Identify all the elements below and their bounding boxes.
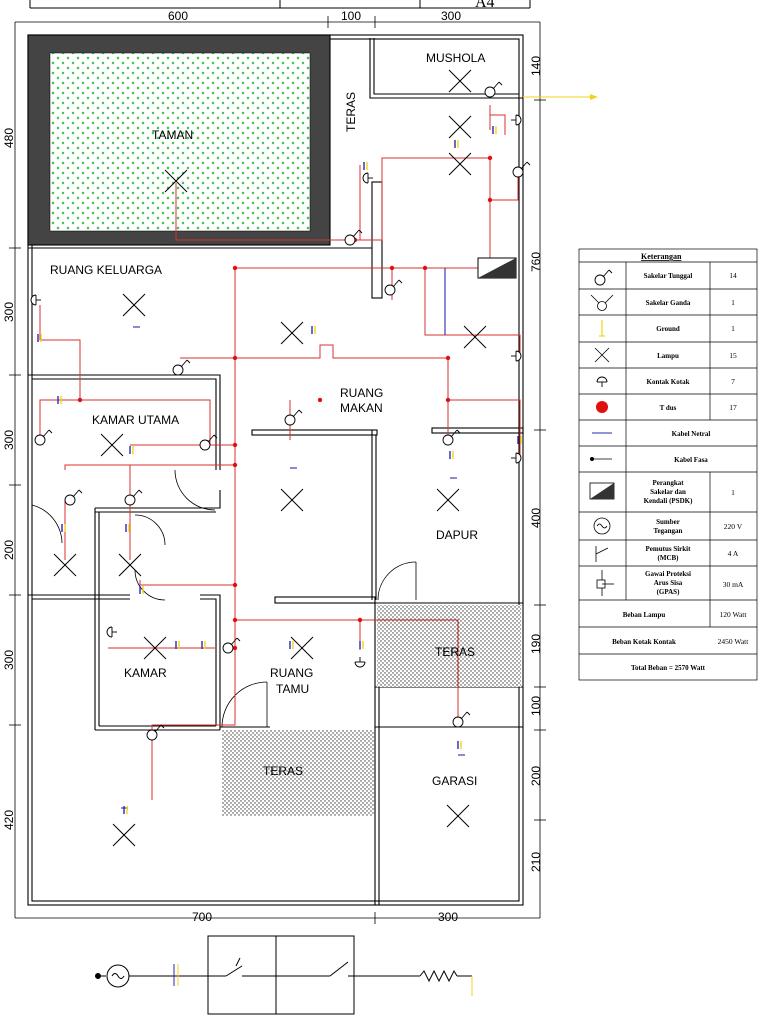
legend-label-9b: Tegangan xyxy=(654,527,683,535)
room-teras-top: TERAS xyxy=(344,92,358,132)
legend-value-11: 30 mA xyxy=(723,580,744,589)
legend-label-11c: (GPAS) xyxy=(657,588,680,596)
ground-icon xyxy=(599,320,605,337)
dim-right-400: 400 xyxy=(529,508,543,528)
room-ruang-tamu-1: RUANG xyxy=(270,666,313,680)
legend-label-1: Sakelar Ganda xyxy=(646,299,691,307)
legend-value-9: 220 V xyxy=(724,522,743,531)
legend-label-0: Sakelar Tunggal xyxy=(644,272,693,280)
beban-lampu-label: Beban Lampu xyxy=(623,611,666,619)
room-mushola: MUSHOLA xyxy=(426,51,485,65)
room-kamar: KAMAR xyxy=(124,666,167,680)
dim-left-300b: 300 xyxy=(2,430,16,450)
legend-text: Sakelar Tunggal 14 Sakelar Ganda 1 Groun… xyxy=(612,271,749,672)
room-ruang-keluarga: RUANG KELUARGA xyxy=(50,263,162,277)
legend-value-2: 1 xyxy=(731,324,735,333)
legend-label-10a: Pemutus Sirkit xyxy=(646,545,692,553)
dim-right-100: 100 xyxy=(529,696,543,716)
dim-right-210: 210 xyxy=(529,852,543,872)
legend-label-10b: (MCB) xyxy=(658,554,680,562)
legend-label-2: Ground xyxy=(656,325,680,333)
terrace-bottom xyxy=(222,730,374,816)
legend-label-9a: Sumber xyxy=(656,518,680,526)
socket-icon xyxy=(596,376,608,388)
room-taman: TAMAN xyxy=(152,128,193,142)
room-dapur: DAPUR xyxy=(436,528,478,542)
dim-bottom-300: 300 xyxy=(438,910,458,924)
psdk-icon xyxy=(589,482,615,500)
paper-size: A4 xyxy=(475,0,495,11)
legend xyxy=(578,248,758,681)
legend-value-5: 17 xyxy=(729,403,737,412)
red-dot-icon xyxy=(596,401,608,413)
dim-right-760: 760 xyxy=(529,252,543,272)
total-load: Total Beban = 2570 Watt xyxy=(631,664,706,672)
dim-left-200: 200 xyxy=(2,540,16,560)
dimension-lines xyxy=(9,16,546,924)
single-switch-icon xyxy=(594,269,613,286)
double-switch-icon xyxy=(590,294,614,311)
dim-top-300: 300 xyxy=(441,9,461,23)
legend-value-0: 14 xyxy=(729,271,737,280)
psdk-panel xyxy=(477,257,517,279)
neutral-wiring xyxy=(121,268,465,809)
phase-cable-icon xyxy=(590,457,612,461)
mcb-icon xyxy=(595,546,609,562)
room-teras-right: TERAS xyxy=(435,645,475,659)
source-icon xyxy=(593,517,611,535)
beban-kontak-label: Beban Kotak Kontak xyxy=(612,638,676,646)
legend-title: Keterangan xyxy=(641,252,682,261)
t-dus-junctions xyxy=(77,155,493,651)
dim-right-200: 200 xyxy=(529,766,543,786)
legend-label-11a: Gawai Proteksi xyxy=(645,570,691,578)
legend-label-8c: Kendali (PSDK) xyxy=(644,497,693,505)
dim-left-300a: 300 xyxy=(2,302,16,322)
legend-value-3: 15 xyxy=(729,351,737,360)
legend-label-11b: Arus Sisa xyxy=(654,579,683,587)
legend-icons xyxy=(589,269,615,596)
dim-left-480: 480 xyxy=(2,128,16,148)
lamp-icon xyxy=(594,347,610,363)
gpas-icon xyxy=(596,570,614,596)
ground-lead xyxy=(523,94,598,100)
legend-value-10: 4 A xyxy=(728,549,739,558)
legend-label-8a: Perangkat xyxy=(652,479,684,487)
room-ruang-tamu-2: TAMU xyxy=(276,682,309,696)
dim-right-190: 190 xyxy=(529,634,543,654)
legend-value-4: 7 xyxy=(731,377,735,386)
title-block: A4 xyxy=(29,0,531,11)
room-garasi: GARASI xyxy=(432,774,477,788)
legend-value-1: 1 xyxy=(731,298,735,307)
dim-left-420: 420 xyxy=(2,810,16,830)
room-ruang-makan-1: RUANG xyxy=(340,386,383,400)
legend-label-4: Kontak Kotak xyxy=(647,378,690,386)
legend-label-7: Kabel Fasa xyxy=(674,456,708,464)
room-labels: TAMAN MUSHOLA TERAS RUANG KELUARGA KAMAR… xyxy=(50,51,485,788)
terrace-right xyxy=(377,605,521,687)
dim-bottom-700: 700 xyxy=(192,910,212,924)
legend-label-6: Kabel Netral xyxy=(672,430,711,438)
dim-left-300c: 300 xyxy=(2,650,16,670)
legend-label-5: T dus xyxy=(660,404,677,412)
legend-label-3: Lampu xyxy=(657,352,679,360)
dim-top-600: 600 xyxy=(168,9,188,23)
room-ruang-makan-2: MAKAN xyxy=(340,401,383,415)
legend-value-8: 1 xyxy=(731,488,735,497)
dim-top-100: 100 xyxy=(341,9,361,23)
legend-label-8b: Sakelar dan xyxy=(650,488,686,496)
dim-right-140: 140 xyxy=(529,56,543,76)
beban-lampu-value: 120 Watt xyxy=(720,610,748,619)
garden-area xyxy=(49,52,311,232)
room-teras-bottom: TERAS xyxy=(263,764,303,778)
room-kamar-utama: KAMAR UTAMA xyxy=(92,413,179,427)
beban-kontak-value: 2450 Watt xyxy=(718,637,750,646)
single-line-diagram xyxy=(95,935,473,1015)
